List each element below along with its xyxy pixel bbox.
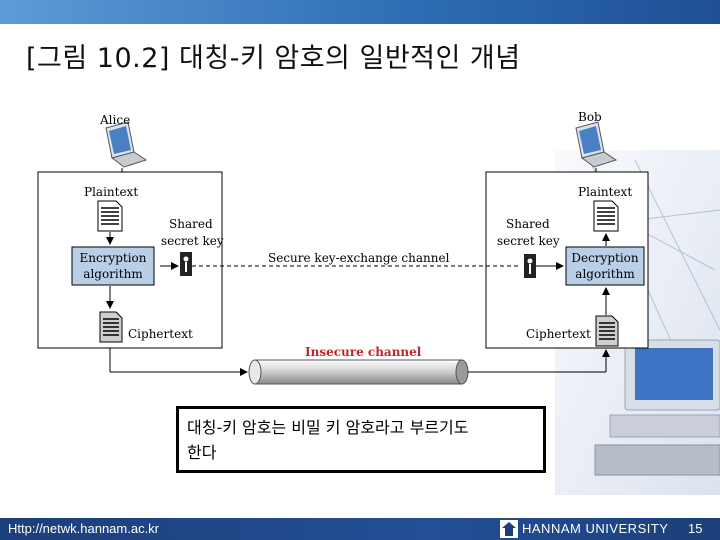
key-left-icon <box>180 252 192 276</box>
decryption-box-line1: Decryption <box>571 251 639 265</box>
plaintext-right-label: Plaintext <box>578 185 632 199</box>
ciphertext-right-document-icon <box>595 315 619 347</box>
slide-title: [그림 10.2] 대칭-키 암호의 일반적인 개념 <box>26 43 521 74</box>
decryption-algorithm-box <box>565 246 645 286</box>
callout-box: 대칭-키 암호는 비밀 키 암호라고 부르기도 한다 <box>176 406 546 473</box>
university-logo-icon <box>500 520 518 538</box>
footer-url: Http://netwk.hannam.ac.kr <box>8 521 160 536</box>
insecure-channel-label: Insecure channel <box>305 345 422 359</box>
callout-line2: 한다 <box>187 443 217 462</box>
callout-line1: 대칭-키 암호는 비밀 키 암호라고 부르기도 <box>187 418 469 437</box>
key-right-icon <box>524 254 536 278</box>
plaintext-right-document-icon <box>593 200 619 232</box>
insecure-channel-pipe <box>248 359 469 385</box>
ciphertext-right-label: Ciphertext <box>526 327 591 341</box>
plaintext-left-document-icon <box>97 200 123 232</box>
alice-laptop-icon <box>105 121 148 168</box>
shared-key-right-line1: Shared <box>506 217 550 231</box>
encryption-box-line1: Encryption <box>79 251 146 265</box>
bob-label: Bob <box>578 110 602 124</box>
ciphertext-left-label: Ciphertext <box>128 327 193 341</box>
key-exchange-channel-label: Secure key-exchange channel <box>268 251 450 265</box>
plaintext-left-label: Plaintext <box>84 185 138 199</box>
shared-key-left-line2: secret key <box>161 234 224 248</box>
encryption-box-line2: algorithm <box>83 267 143 281</box>
bob-laptop-icon <box>575 121 618 168</box>
shared-key-right-line2: secret key <box>497 234 560 248</box>
header-band <box>0 0 720 24</box>
footer-university-name: HANNAM UNIVERSITY <box>522 521 669 536</box>
footer-bar: Http://netwk.hannam.ac.kr HANNAM UNIVERS… <box>0 518 720 540</box>
shared-key-left-line1: Shared <box>169 217 213 231</box>
ciphertext-left-document-icon <box>99 311 123 343</box>
decryption-box-line2: algorithm <box>575 267 635 281</box>
alice-label: Alice <box>99 113 130 127</box>
encryption-algorithm-box <box>71 246 155 286</box>
page-number: 15 <box>688 521 703 536</box>
